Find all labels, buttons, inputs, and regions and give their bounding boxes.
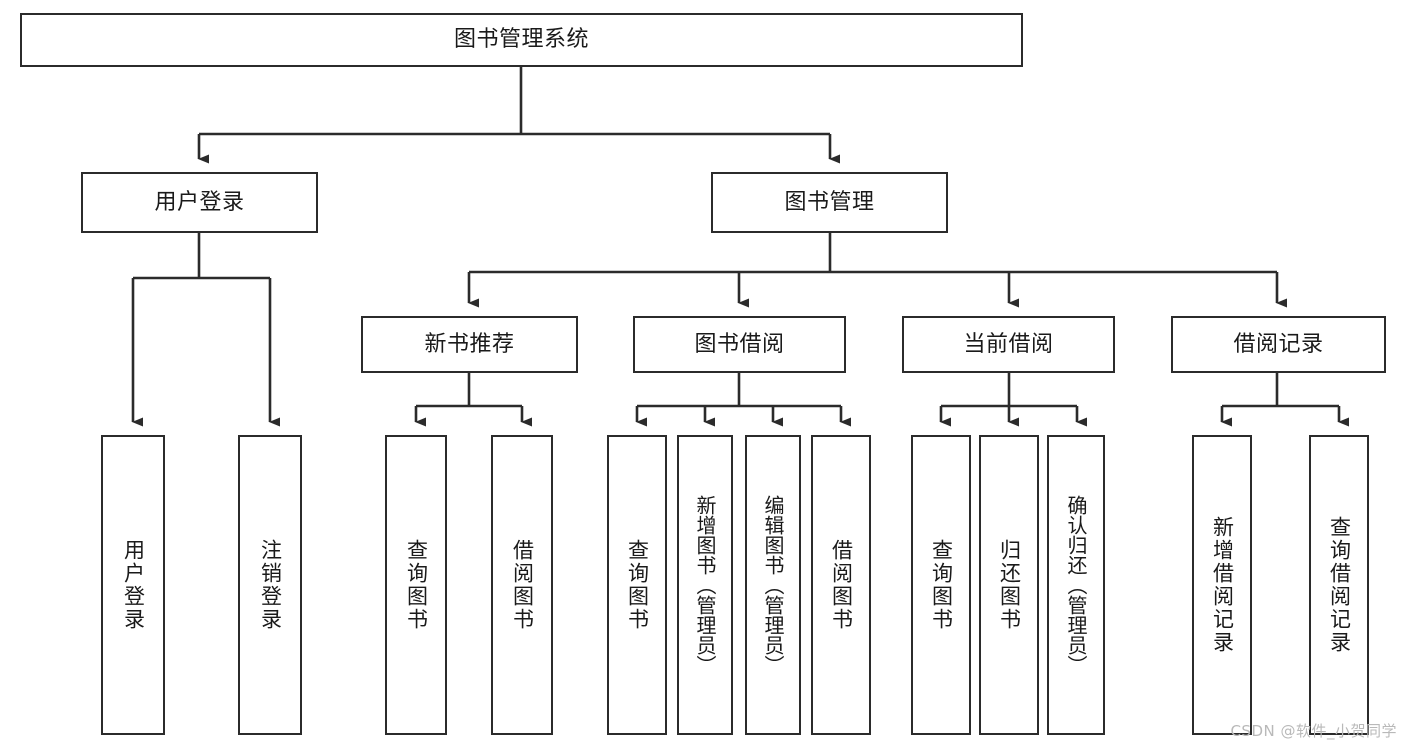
node-current-borrow-label: 当前借阅: [963, 331, 1054, 357]
node-new-book-recommend-label: 新书推荐: [424, 331, 515, 357]
node-leaf-add-record[interactable]: 新增借阅记录: [1192, 435, 1252, 735]
node-current-borrow[interactable]: 当前借阅: [902, 316, 1115, 373]
node-leaf-confirm-return-label: 确认归还（管理员）: [1064, 495, 1088, 675]
node-book-manage-label: 图书管理: [784, 189, 875, 215]
node-leaf-query-record-label: 查询借阅记录: [1327, 516, 1352, 654]
node-leaf-query-book-1-label: 查询图书: [404, 539, 429, 631]
node-leaf-add-record-label: 新增借阅记录: [1210, 516, 1235, 654]
node-root-system[interactable]: 图书管理系统: [20, 13, 1023, 67]
node-leaf-borrow-book-2-label: 借阅图书: [829, 539, 854, 631]
node-book-borrow[interactable]: 图书借阅: [633, 316, 846, 373]
node-leaf-query-book-1[interactable]: 查询图书: [385, 435, 447, 735]
node-leaf-borrow-book-2[interactable]: 借阅图书: [811, 435, 871, 735]
node-leaf-query-book-2-label: 查询图书: [625, 539, 650, 631]
node-book-borrow-label: 图书借阅: [694, 331, 785, 357]
node-leaf-query-book-3-label: 查询图书: [929, 539, 954, 631]
node-borrow-record-label: 借阅记录: [1233, 331, 1324, 357]
node-leaf-confirm-return[interactable]: 确认归还（管理员）: [1047, 435, 1105, 735]
node-leaf-query-book-3[interactable]: 查询图书: [911, 435, 971, 735]
node-book-manage[interactable]: 图书管理: [711, 172, 948, 233]
node-root-system-label: 图书管理系统: [453, 27, 589, 53]
node-leaf-return-book[interactable]: 归还图书: [979, 435, 1039, 735]
node-leaf-return-book-label: 归还图书: [997, 539, 1022, 631]
csdn-watermark: CSDN @软件_小贺同学: [1230, 722, 1397, 740]
node-leaf-user-login-label: 用户登录: [121, 539, 146, 631]
node-leaf-edit-book[interactable]: 编辑图书（管理员）: [745, 435, 801, 735]
node-leaf-query-record[interactable]: 查询借阅记录: [1309, 435, 1369, 735]
node-leaf-query-book-2[interactable]: 查询图书: [607, 435, 667, 735]
node-leaf-user-login[interactable]: 用户登录: [101, 435, 165, 735]
node-user-login-label: 用户登录: [154, 189, 245, 215]
node-leaf-add-book-label: 新增图书（管理员）: [693, 495, 717, 675]
node-borrow-record[interactable]: 借阅记录: [1171, 316, 1386, 373]
node-leaf-edit-book-label: 编辑图书（管理员）: [761, 495, 785, 675]
node-leaf-add-book[interactable]: 新增图书（管理员）: [677, 435, 733, 735]
node-leaf-borrow-book-1-label: 借阅图书: [510, 539, 535, 631]
node-leaf-user-logout-label: 注销登录: [258, 539, 283, 631]
node-leaf-user-logout[interactable]: 注销登录: [238, 435, 302, 735]
node-new-book-recommend[interactable]: 新书推荐: [361, 316, 578, 373]
node-leaf-borrow-book-1[interactable]: 借阅图书: [491, 435, 553, 735]
node-user-login[interactable]: 用户登录: [81, 172, 318, 233]
